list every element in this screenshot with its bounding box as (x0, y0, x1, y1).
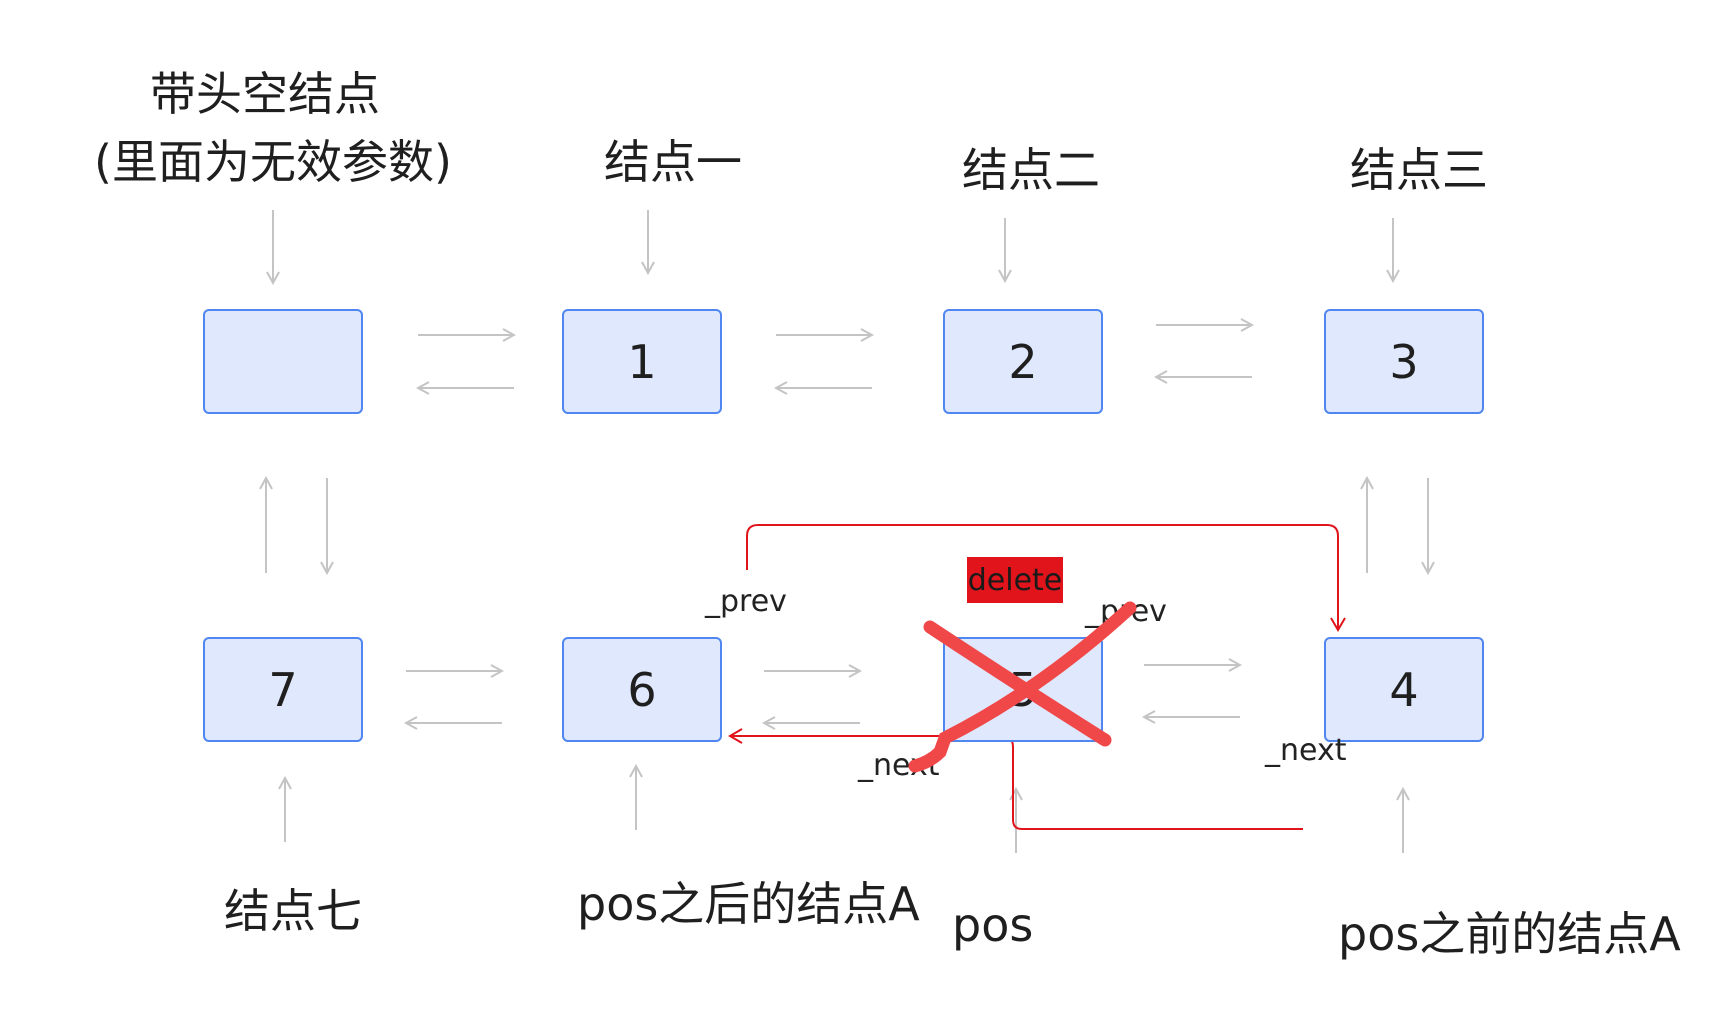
node7-title: 结点七 (224, 884, 362, 938)
head-node-title-line2: (里面为无效参数) (94, 135, 452, 189)
node2-title: 结点二 (962, 143, 1100, 197)
node-head (203, 309, 363, 414)
node-7: 7 (203, 637, 363, 742)
node-6: 6 (562, 637, 722, 742)
prev-label-node6: _prev (705, 584, 787, 619)
node3-title: 结点三 (1350, 143, 1488, 197)
node-1: 1 (562, 309, 722, 414)
delete-cross-stroke-a (923, 620, 1112, 747)
relink-prev-arrow (746, 524, 1346, 632)
pos-title: pos (952, 898, 1034, 952)
node1-title: 结点一 (604, 135, 742, 189)
head-node-title-line1: 带头空结点 (150, 67, 380, 121)
next-label-node4: _next (1265, 733, 1347, 768)
node-4: 4 (1324, 637, 1484, 742)
delete-cross-stroke-b (908, 601, 1137, 773)
delete-tag: delete (967, 557, 1063, 603)
node-2: 2 (943, 309, 1103, 414)
after-pos-title: pos之后的结点A (577, 877, 920, 931)
node-3: 3 (1324, 309, 1484, 414)
before-pos-title: pos之前的结点A (1338, 907, 1681, 961)
